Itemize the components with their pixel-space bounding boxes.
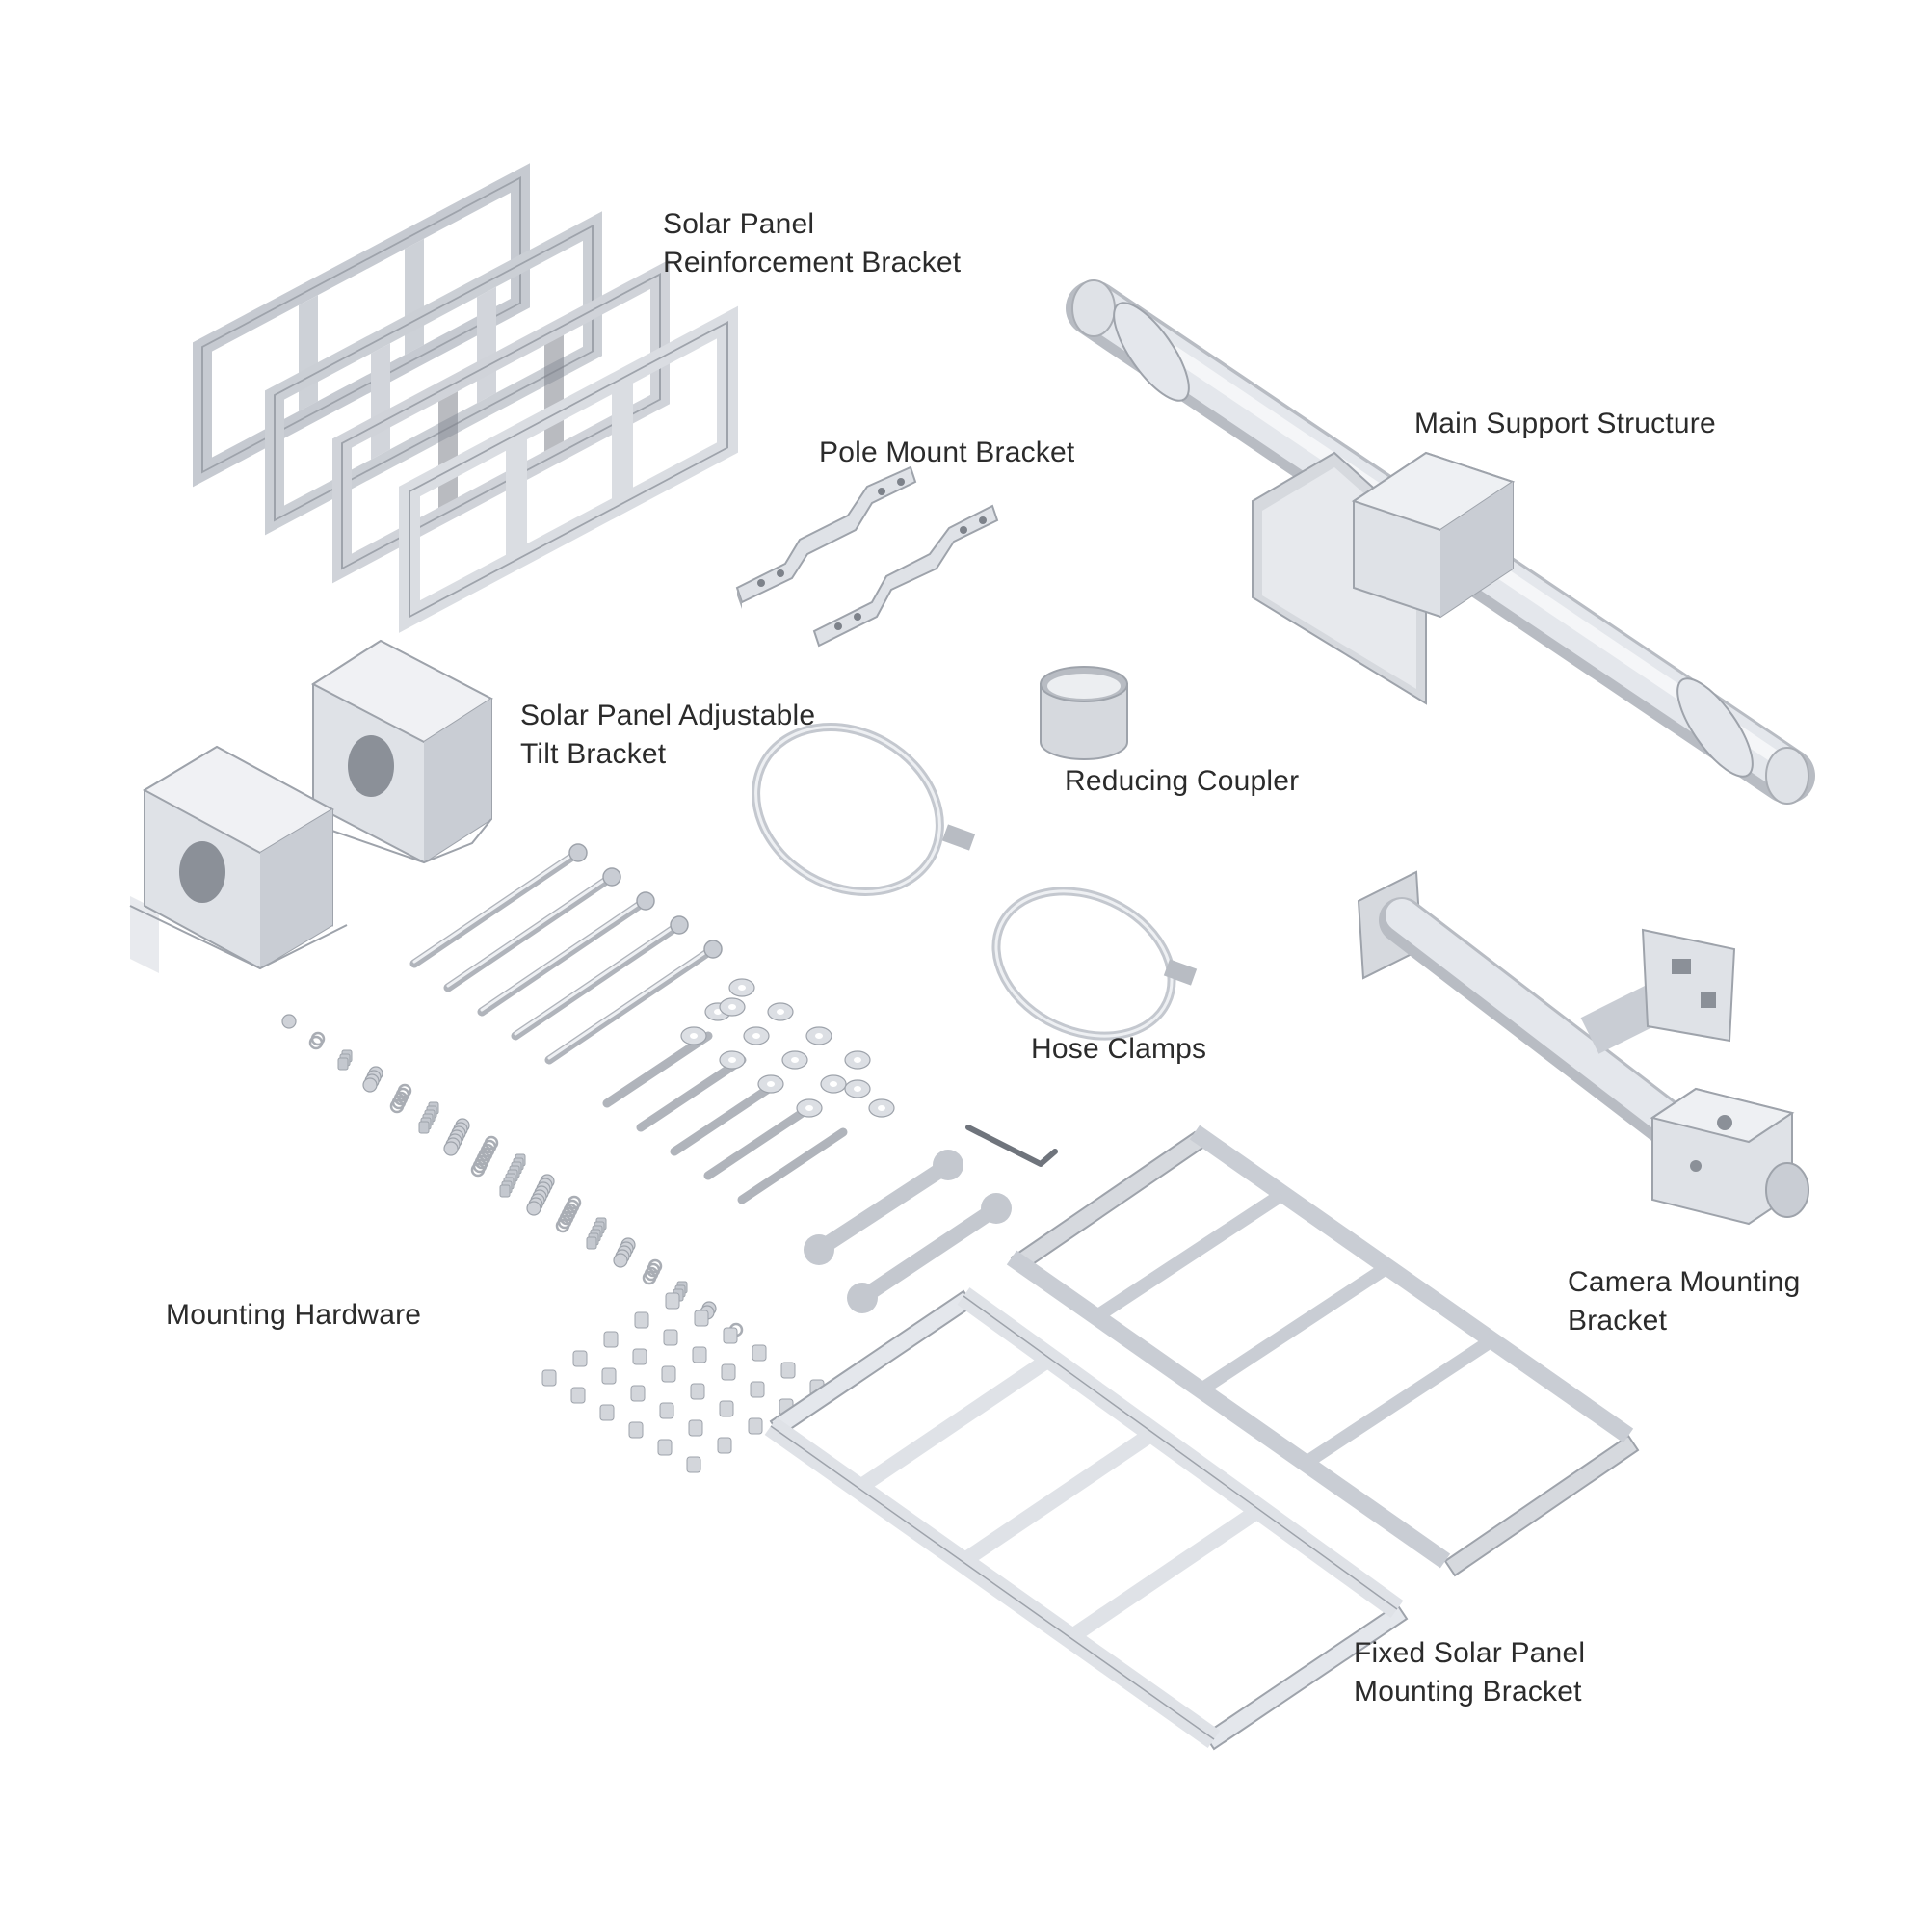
hex-bolt-piece [719,1400,734,1417]
label-fixed-mounting-bracket: Fixed Solar Panel Mounting Bracket [1354,1634,1585,1711]
hex-bolt-piece [721,1363,736,1381]
washer-piece [389,1098,405,1114]
hex-bolt-piece [570,1387,586,1404]
label-line: Hose Clamps [1031,1033,1207,1065]
wrench-icon [804,1150,1012,1313]
hex-key-icon [965,1125,1058,1167]
hex-bolt-piece [686,1456,701,1473]
nut-piece [526,1201,541,1216]
hex-bolt-piece [688,1419,703,1437]
hex-bolt-piece [632,1348,647,1365]
hex-bolt-piece [723,1327,738,1344]
coupler-ring-icon [1040,666,1128,760]
hex-bolt-piece [603,1331,619,1348]
support-tube-icon [1066,279,1815,805]
label-line: Pole Mount Bracket [819,437,1075,468]
washer-hole [878,1105,885,1111]
nut-piece [281,1014,297,1029]
label-line: Camera Mounting [1568,1266,1801,1298]
washer-hole [805,1105,813,1111]
label-line: Reducing Coupler [1065,765,1300,797]
hex-bolt-piece [634,1311,649,1329]
label-reducing-coupler: Reducing Coupler [1065,762,1299,801]
hex-bolt-piece [541,1369,557,1387]
nut-piece [362,1077,378,1093]
screw-piece [418,1121,430,1134]
washer-piece [642,1270,657,1285]
hex-bolt-piece [601,1367,617,1385]
washer-hole [854,1086,861,1092]
label-mounting-hardware: Mounting Hardware [166,1296,421,1335]
label-line: Bracket [1568,1305,1668,1337]
washer-hole [830,1081,837,1087]
hex-bolt-piece [572,1350,588,1367]
hex-bolt-piece [661,1365,676,1383]
washer-hole [728,1057,736,1063]
label-reinforcement-bracket: Solar Panel Reinforcement Bracket [663,205,961,282]
washer-piece [308,1035,324,1050]
washer-piece [470,1162,486,1178]
ladder-frame-icon [764,1125,1640,1751]
tilt-box-icon [129,639,493,973]
washer-hole [752,1033,760,1039]
hex-bolt-piece [717,1437,732,1454]
hex-bolt-piece [657,1439,673,1456]
label-line: Mounting Bracket [1354,1676,1582,1707]
label-line: Reinforcement Bracket [663,247,962,278]
hardware-pieces [281,978,895,1473]
nut-piece [443,1141,459,1156]
hex-bolt-piece [694,1310,709,1327]
hex-bolt-piece [630,1385,646,1402]
washer-hole [690,1033,698,1039]
nut-piece [613,1253,628,1268]
hex-bolt-piece [752,1344,767,1362]
bolt-icon [409,843,848,1204]
hex-bolt-piece [663,1329,678,1346]
screw-piece [586,1236,597,1250]
hex-bolt-piece [750,1381,765,1398]
hex-bolt-piece [748,1417,763,1435]
pole-bracket-icon [735,465,999,648]
washer-hole [738,985,746,991]
label-line: Solar Panel Adjustable [520,700,816,731]
hex-bolt-piece [690,1383,705,1400]
camera-arm-icon [1357,870,1809,1226]
washer-hole [767,1081,775,1087]
label-line: Fixed Solar Panel [1354,1637,1586,1669]
washer-hole [791,1057,799,1063]
label-main-support-structure: Main Support Structure [1414,405,1716,443]
reinforcement-frame-icon [193,163,738,633]
label-camera-mounting-bracket: Camera Mounting Bracket [1568,1263,1800,1340]
label-line: Solar Panel [663,208,815,240]
hex-bolt-piece [665,1292,680,1310]
label-pole-mount-bracket: Pole Mount Bracket [819,434,1074,472]
hex-bolt-piece [692,1346,707,1363]
washer-hole [854,1057,861,1063]
screw-piece [337,1057,349,1071]
hex-bolt-piece [599,1404,615,1421]
hex-bolt-piece [628,1421,644,1439]
washer-piece [555,1218,570,1233]
screw-piece [499,1184,511,1198]
label-line: Tilt Bracket [520,738,667,770]
washer-hole [728,1004,736,1010]
washer-hole [815,1033,823,1039]
washer-hole [777,1009,784,1015]
label-hose-clamps: Hose Clamps [1031,1030,1206,1069]
label-line: Mounting Hardware [166,1299,422,1331]
hose-clamp-icon [752,723,1198,1041]
hex-bolt-piece [659,1402,674,1419]
label-tilt-bracket: Solar Panel Adjustable Tilt Bracket [520,697,815,774]
hex-bolt-piece [780,1362,796,1379]
washer-hole [714,1009,722,1015]
label-line: Main Support Structure [1414,408,1716,439]
